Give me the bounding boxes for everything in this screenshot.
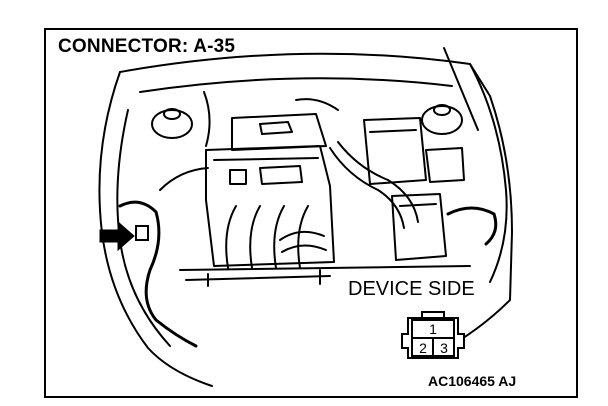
connector-pointer-arrow bbox=[99, 220, 135, 252]
left-strut-tower bbox=[151, 109, 193, 139]
connector-pin-1: 1 bbox=[429, 321, 437, 337]
right-fender bbox=[469, 63, 508, 283]
intake-runners bbox=[225, 205, 309, 269]
connector-face bbox=[401, 311, 465, 359]
connector-pin-3: 3 bbox=[440, 340, 448, 356]
connector-pin-2: 2 bbox=[419, 340, 427, 356]
battery bbox=[391, 193, 447, 261]
wiring-harness-left bbox=[118, 200, 198, 348]
right-strut-tower bbox=[421, 105, 463, 135]
connector-title: CONNECTOR: A-35 bbox=[58, 36, 236, 57]
intake-hose bbox=[329, 141, 419, 229]
radiator-support bbox=[179, 265, 471, 281]
hood-outline bbox=[119, 52, 513, 353]
left-fender bbox=[98, 71, 213, 387]
wiring-harness-right bbox=[446, 206, 498, 246]
connector-a35-location bbox=[135, 225, 149, 241]
air-cleaner bbox=[363, 117, 427, 185]
reference-code: AC106465 AJ bbox=[428, 373, 517, 389]
hood-stay bbox=[443, 47, 479, 131]
device-side-label: DEVICE SIDE bbox=[346, 278, 477, 301]
hood-inner-edge bbox=[139, 77, 453, 93]
engine-block bbox=[205, 145, 335, 267]
